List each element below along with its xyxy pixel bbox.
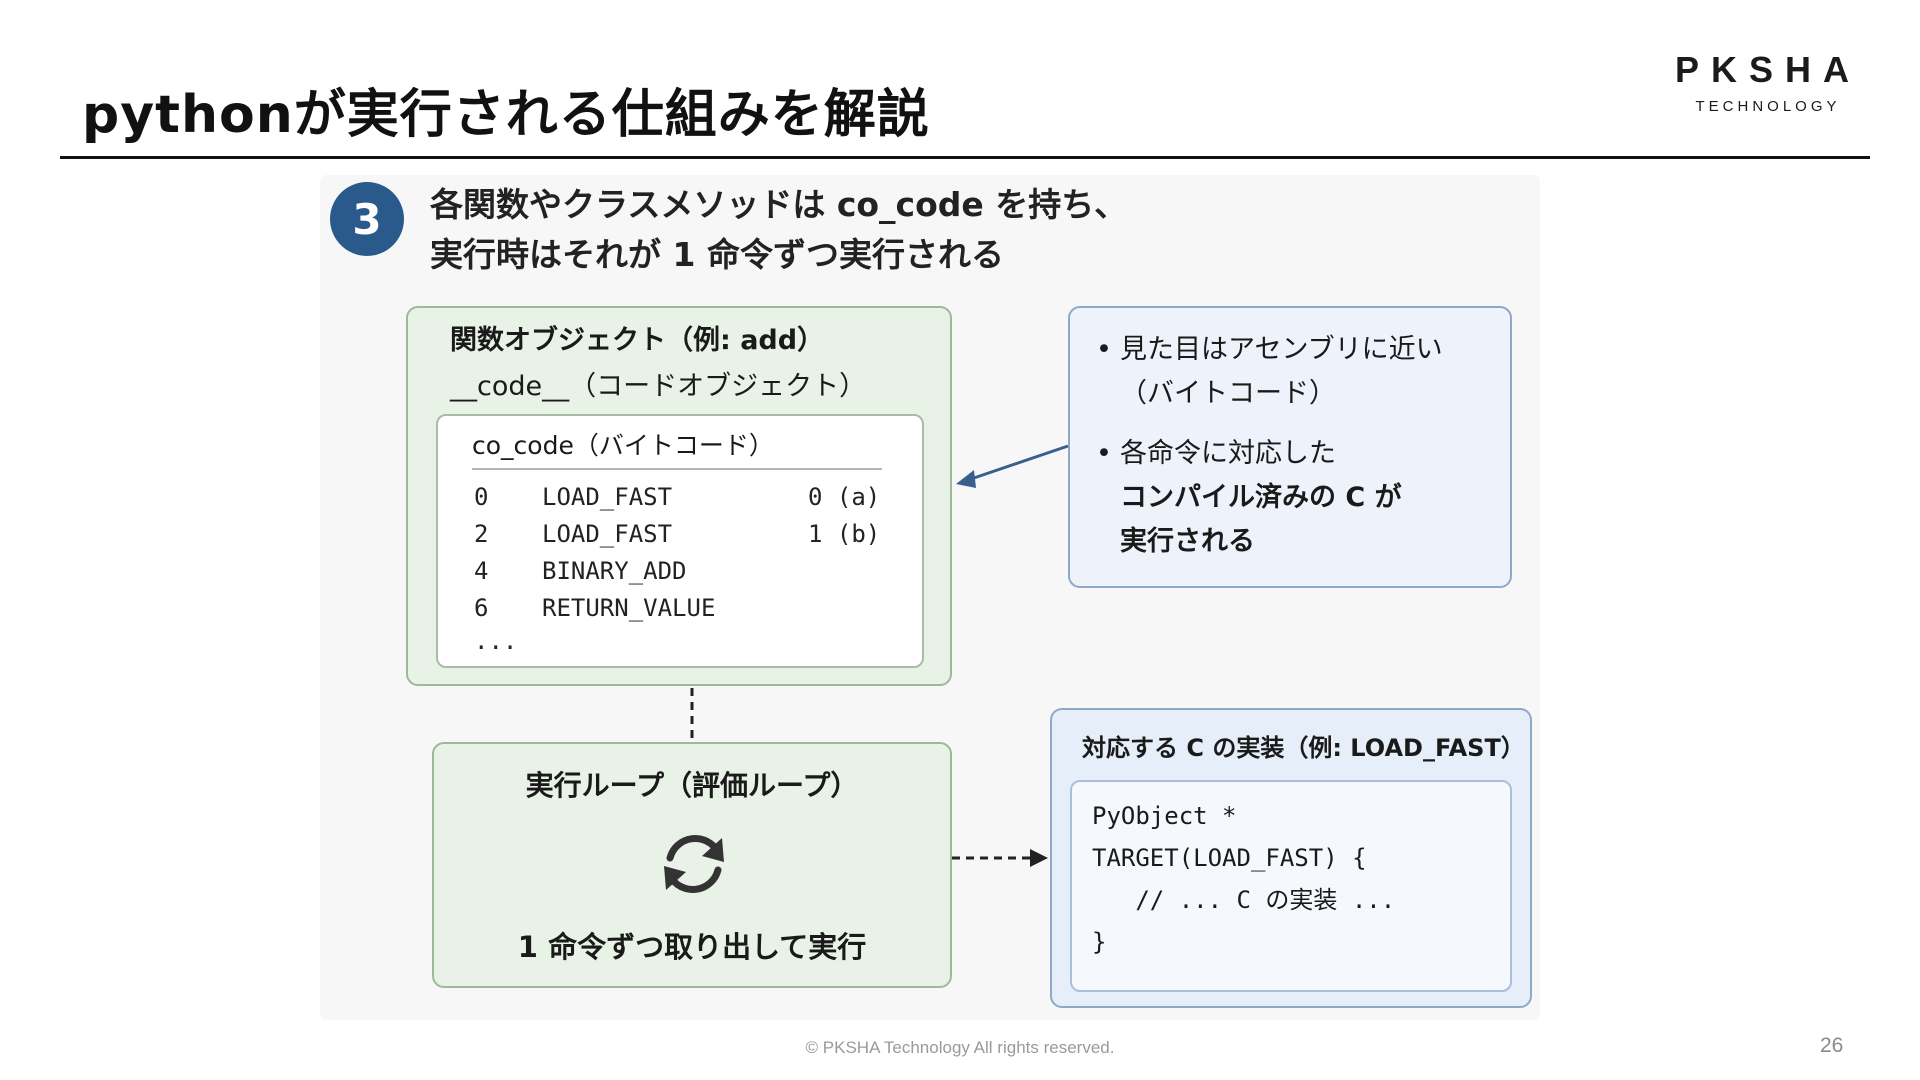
c-implementation-title: 対応する C の実装（例: LOAD_FAST） (1082, 734, 1525, 762)
step-badge: 3 (330, 182, 404, 256)
note-pointer-arrowhead (956, 470, 976, 488)
bytecode-op: LOAD_FAST (542, 520, 673, 548)
heading-line-2: 実行時はそれが 1 命令ずつ実行される (430, 235, 1004, 274)
bytecode-op: BINARY_ADD (542, 557, 687, 585)
bytecode-offset: 4 (474, 557, 489, 585)
eval-loop-title: 実行ループ（評価ループ） (525, 769, 859, 802)
bytecode-row: 0 LOAD_FAST 0 (a) (474, 480, 894, 514)
bytecode-row: 6 RETURN_VALUE (474, 591, 894, 625)
bytecode-op: LOAD_FAST (542, 483, 673, 511)
footer-copyright: © PKSHA Technology All rights reserved. (805, 1038, 1115, 1057)
logo-subtext: TECHNOLOGY (1695, 98, 1841, 115)
bytecode-offset: ... (474, 627, 518, 655)
bytecode-arg: 1 (b) (808, 520, 881, 548)
bullet-marker: • (1096, 438, 1112, 469)
heading-line-1: 各関数やクラスメソッドは co_code を持ち、 (430, 185, 1128, 224)
c-code-line: TARGET(LOAD_FAST) { (1092, 844, 1367, 872)
bytecode-op: RETURN_VALUE (542, 594, 716, 622)
eval-loop-caption: 1 命令ずつ取り出して実行 (517, 930, 867, 964)
page-number: 26 (1820, 1034, 1844, 1057)
bytecode-row: ... (474, 624, 894, 658)
function-object-box: 関数オブジェクト（例: add） __code__（コードオブジェクト） co_… (406, 306, 952, 686)
function-object-title: 関数オブジェクト（例: add） (450, 325, 825, 356)
bytecode-row: 4 BINARY_ADD (474, 554, 894, 588)
c-implementation-box: 対応する C の実装（例: LOAD_FAST） PyObject * TARG… (1050, 708, 1532, 1008)
loop-to-impl-arrowhead (1030, 849, 1048, 867)
note-pointer-arrow (967, 444, 1069, 482)
slide-title: pythonが実行される仕組みを解説 (82, 85, 930, 145)
note-box: • 見た目はアセンブリに近い （バイトコード） • 各命令に対応した コンパイル… (1068, 306, 1512, 588)
note-line: 各命令に対応した (1120, 438, 1336, 469)
bytecode-offset: 0 (474, 483, 489, 511)
c-code-line: PyObject * (1092, 802, 1237, 830)
logo-wordmark: PKSHA (1674, 49, 1862, 90)
eval-loop-box: 実行ループ（評価ループ） 1 命令ずつ取り出して実行 (432, 742, 952, 988)
bytecode-offset: 6 (474, 594, 489, 622)
figure-heading: 各関数やクラスメソッドは co_code を持ち、 実行時はそれが 1 命令ずつ… (430, 180, 1127, 280)
c-code-line: // ... C の実装 ... (1092, 886, 1396, 914)
co-code-title: co_code（バイトコード） (472, 431, 774, 460)
c-code-line: } (1092, 928, 1107, 956)
co-code-divider (472, 468, 882, 470)
title-underline (60, 156, 1870, 159)
note-line: 実行される (1120, 526, 1255, 557)
co-code-panel: co_code（バイトコード） 0 LOAD_FAST 0 (a) 2 LOAD… (436, 414, 924, 668)
bytecode-row: 2 LOAD_FAST 1 (b) (474, 517, 894, 551)
note-item: • 各命令に対応した コンパイル済みの C が 実行される (1096, 432, 1402, 564)
note-line: 見た目はアセンブリに近い (1120, 334, 1443, 365)
bullet-marker: • (1096, 334, 1112, 365)
note-line: コンパイル済みの C が (1120, 482, 1402, 513)
code-object-label: __code__（コードオブジェクト） (450, 371, 867, 402)
company-logo: PKSHA TECHNOLOGY (1668, 50, 1868, 116)
bytecode-offset: 2 (474, 520, 489, 548)
refresh-icon (664, 834, 724, 894)
c-code-panel: PyObject * TARGET(LOAD_FAST) { // ... C … (1070, 780, 1512, 992)
bytecode-arg: 0 (a) (808, 483, 881, 511)
note-item: • 見た目はアセンブリに近い （バイトコード） (1096, 328, 1443, 416)
note-line: （バイトコード） (1120, 378, 1336, 409)
